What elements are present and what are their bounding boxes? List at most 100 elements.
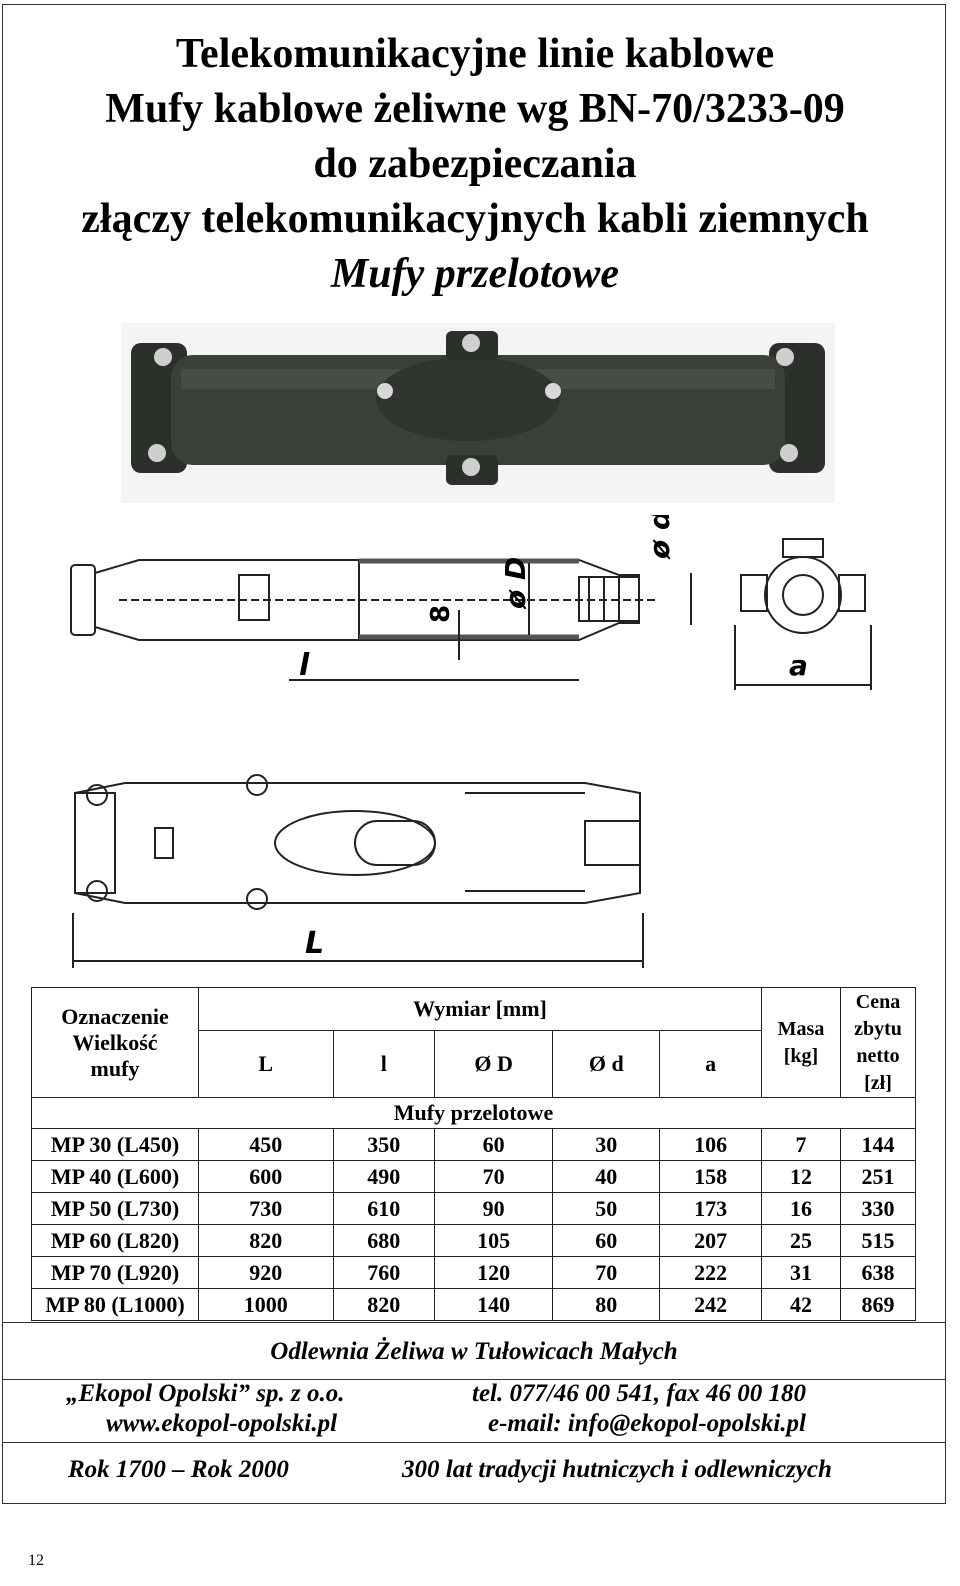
hdr-designation-1: Oznaczenie	[61, 1003, 169, 1029]
cell-l: 680	[332, 1224, 436, 1257]
cell-D: 120	[434, 1256, 554, 1289]
table-row: MP 60 (L820) 820 680 105 60 207 25 515	[31, 1224, 916, 1257]
cell-mass: 25	[761, 1224, 841, 1257]
label-eight: 8	[426, 605, 456, 623]
cell-a: 222	[659, 1256, 762, 1289]
table-row: MP 40 (L600) 600 490 70 40 158 12 251	[31, 1160, 916, 1193]
cell-D: 60	[434, 1128, 554, 1161]
end-view-drawing: a	[734, 538, 872, 690]
cell-name: MP 40 (L600)	[31, 1160, 199, 1193]
table-row: MP 80 (L1000) 1000 820 140 80 242 42 869	[31, 1288, 916, 1321]
cell-price: 515	[840, 1224, 916, 1257]
col-mass: Masa [kg]	[761, 987, 841, 1098]
hdr-price-1: Cena	[855, 990, 901, 1013]
cell-price: 330	[840, 1192, 916, 1225]
label-L-big: L	[305, 926, 324, 961]
label-l-small: l	[299, 648, 310, 683]
cell-a: 207	[659, 1224, 762, 1257]
title-line-3: do zabezpieczania	[313, 141, 637, 187]
table-row: MP 50 (L730) 730 610 90 50 173 16 330	[31, 1192, 916, 1225]
label-a: a	[789, 649, 808, 682]
cell-L: 920	[198, 1256, 334, 1289]
cell-name: MP 30 (L450)	[31, 1128, 199, 1161]
cell-mass: 12	[761, 1160, 841, 1193]
contact-block: „Ekopol Opolski” sp. z o.o. tel. 077/46 …	[2, 1378, 946, 1443]
foundry-line: Odlewnia Żeliwa w Tułowicach Małych	[2, 1322, 946, 1380]
cell-mass: 7	[761, 1128, 841, 1161]
cell-price: 869	[840, 1288, 916, 1321]
title-line-4: złączy telekomunikacyjnych kabli ziemnyc…	[81, 196, 869, 242]
cell-name: MP 50 (L730)	[31, 1192, 199, 1225]
cell-L: 600	[198, 1160, 334, 1193]
cell-name: MP 60 (L820)	[31, 1224, 199, 1257]
years-text: Rok 1700 – Rok 2000	[68, 1456, 289, 1483]
company-name: „Ekopol Opolski” sp. z o.o.	[66, 1380, 345, 1407]
cell-L: 1000	[198, 1288, 334, 1321]
top-view-drawing: L	[72, 774, 644, 968]
col-L: L	[198, 1030, 334, 1098]
phone-fax: tel. 077/46 00 541, fax 46 00 180	[472, 1380, 807, 1407]
hdr-price-4: [zł]	[864, 1071, 892, 1094]
cell-D: 90	[434, 1192, 554, 1225]
cell-d: 50	[552, 1192, 661, 1225]
cell-l: 820	[332, 1288, 436, 1321]
cell-d: 30	[552, 1128, 661, 1161]
cell-d: 80	[552, 1288, 661, 1321]
cell-l: 610	[332, 1192, 436, 1225]
col-price: Cena zbytu netto [zł]	[840, 987, 916, 1098]
col-l: l	[332, 1030, 436, 1098]
col-dimension-group: Wymiar [mm]	[198, 987, 762, 1031]
section-label: Mufy przelotowe	[31, 1097, 916, 1129]
cell-a: 173	[659, 1192, 762, 1225]
cell-l: 760	[332, 1256, 436, 1289]
website-link[interactable]: www.ekopol-opolski.pl	[106, 1410, 338, 1437]
cell-d: 40	[552, 1160, 661, 1193]
table-row: MP 30 (L450) 450 350 60 30 106 7 144	[31, 1128, 916, 1161]
cell-mass: 16	[761, 1192, 841, 1225]
label-d-small: ø d	[643, 515, 676, 560]
hdr-price-2: zbytu	[854, 1017, 902, 1040]
cell-a: 158	[659, 1160, 762, 1193]
spec-table: Oznaczenie Wielkość mufy Wymiar [mm] Mas…	[31, 987, 916, 1321]
cell-a: 106	[659, 1128, 762, 1161]
cell-D: 140	[434, 1288, 554, 1321]
cell-L: 450	[198, 1128, 334, 1161]
cell-D: 70	[434, 1160, 554, 1193]
hdr-mass-2: [kg]	[783, 1044, 819, 1067]
tradition-text: 300 lat tradycji hutniczych i odlewniczy…	[402, 1456, 832, 1483]
col-designation: Oznaczenie Wielkość mufy	[31, 987, 199, 1098]
hdr-price-3: netto	[856, 1044, 900, 1067]
table-row: MP 70 (L920) 920 760 120 70 222 31 638	[31, 1256, 916, 1289]
title-line-1: Telekomunikacyjne linie kablowe	[175, 31, 775, 77]
hdr-mass-1: Masa	[777, 1017, 825, 1040]
cell-price: 638	[840, 1256, 916, 1289]
subtitle: Mufy przelotowe	[330, 251, 620, 297]
col-d: Ø d	[552, 1030, 661, 1098]
cell-price: 144	[840, 1128, 916, 1161]
cell-d: 60	[552, 1224, 661, 1257]
title-line-2: Mufy kablowe żeliwne wg BN-70/3233-09	[105, 86, 845, 132]
hdr-designation-2: Wielkość	[72, 1029, 158, 1055]
sleeve-photo	[121, 323, 835, 503]
cell-l: 490	[332, 1160, 436, 1193]
cell-name: MP 70 (L920)	[31, 1256, 199, 1289]
history-block: Rok 1700 – Rok 2000 300 lat tradycji hut…	[2, 1444, 946, 1500]
cell-a: 242	[659, 1288, 762, 1321]
cell-mass: 42	[761, 1288, 841, 1321]
cell-l: 350	[332, 1128, 436, 1161]
side-section-drawing: ø d ø D 8 l	[70, 515, 692, 683]
cell-price: 251	[840, 1160, 916, 1193]
page-frame: Telekomunikacyjne linie kablowe Mufy kab…	[2, 4, 946, 1504]
email-link[interactable]: e-mail: info@ekopol-opolski.pl	[488, 1410, 806, 1437]
cell-L: 820	[198, 1224, 334, 1257]
label-D-big: ø D	[499, 557, 532, 610]
col-a: a	[659, 1030, 762, 1098]
cell-d: 70	[552, 1256, 661, 1289]
page-number: 12	[28, 1552, 44, 1569]
cell-D: 105	[434, 1224, 554, 1257]
title-block: Telekomunikacyjne linie kablowe Mufy kab…	[3, 27, 947, 302]
cell-name: MP 80 (L1000)	[31, 1288, 199, 1321]
hdr-designation-3: mufy	[90, 1055, 140, 1081]
cell-L: 730	[198, 1192, 334, 1225]
col-D: Ø D	[434, 1030, 554, 1098]
